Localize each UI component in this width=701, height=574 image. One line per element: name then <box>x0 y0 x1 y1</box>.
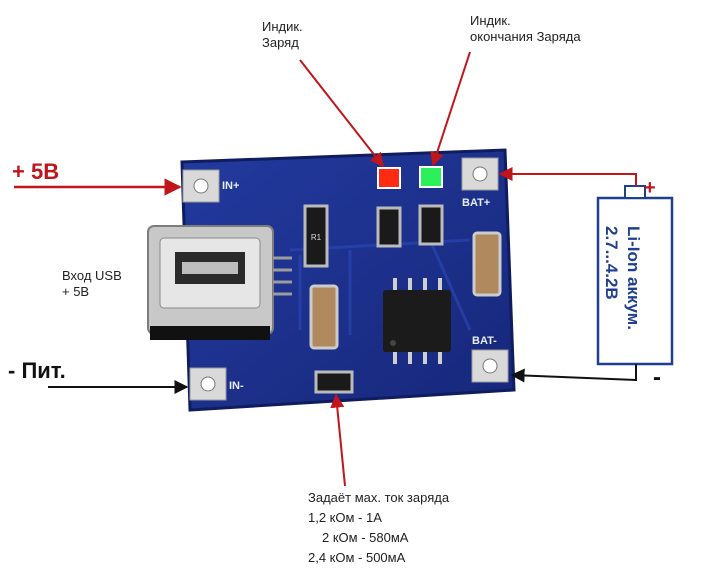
silk-in-minus: IN- <box>229 380 244 392</box>
pad-in-minus <box>189 367 227 401</box>
svg-text:Li-Ion аккум.: Li-Ion аккум. <box>624 226 643 330</box>
ind-charge-label-line1: Индик. <box>262 19 303 34</box>
ind-done-label-line1: Индик. <box>470 13 511 28</box>
soic8-chip-icon <box>383 278 451 364</box>
arrow-current-resistor <box>330 393 346 487</box>
led-charge-red <box>377 167 401 189</box>
minus-power-label: - Пит. <box>8 358 66 383</box>
led-resistor-2 <box>418 204 444 246</box>
battery-minus-label: - <box>653 364 661 391</box>
plus-5v-label: + 5В <box>12 159 60 184</box>
svg-text:R1: R1 <box>311 233 322 242</box>
silk-bat-plus: BAT+ <box>462 197 490 209</box>
arrow-battery-minus <box>510 364 637 383</box>
mini-usb-icon <box>147 225 292 340</box>
arrow-charge-led <box>299 59 384 168</box>
resistor-r1: R1 <box>303 204 329 268</box>
current-title: Задаёт мах. ток заряда <box>308 490 450 505</box>
arrow-battery-plus <box>498 167 637 186</box>
battery-icon <box>596 185 674 366</box>
battery-label: Li-Ion аккум. 2.7...4.2В <box>602 226 643 330</box>
current-row-2: 2 кОм - 580мА <box>322 530 409 545</box>
led-resistor-1 <box>376 206 402 248</box>
arrow-done-led <box>430 51 471 167</box>
battery-plus-label: + <box>644 177 656 199</box>
current-row-3: 2,4 кОм - 500мА <box>308 550 406 565</box>
silk-in-plus: IN+ <box>222 180 239 192</box>
pad-bat-plus <box>461 157 499 191</box>
ind-charge-label-line2: Заряд <box>262 35 299 50</box>
resistor-prog <box>314 370 354 394</box>
capacitor-right <box>472 231 502 297</box>
ind-done-label-line2: окончания Заряда <box>470 29 581 44</box>
capacitor-left <box>309 284 339 350</box>
silk-bat-minus: BAT- <box>472 335 497 347</box>
pad-in-plus <box>182 169 220 203</box>
usb-input-label-line1: Вход USB <box>62 268 122 283</box>
current-row-1: 1,2 кОм - 1А <box>308 510 382 525</box>
usb-input-label-line2: + 5В <box>62 284 90 299</box>
pad-bat-minus <box>471 349 509 383</box>
svg-text:2.7...4.2В: 2.7...4.2В <box>602 226 621 300</box>
led-done-green <box>419 166 443 188</box>
